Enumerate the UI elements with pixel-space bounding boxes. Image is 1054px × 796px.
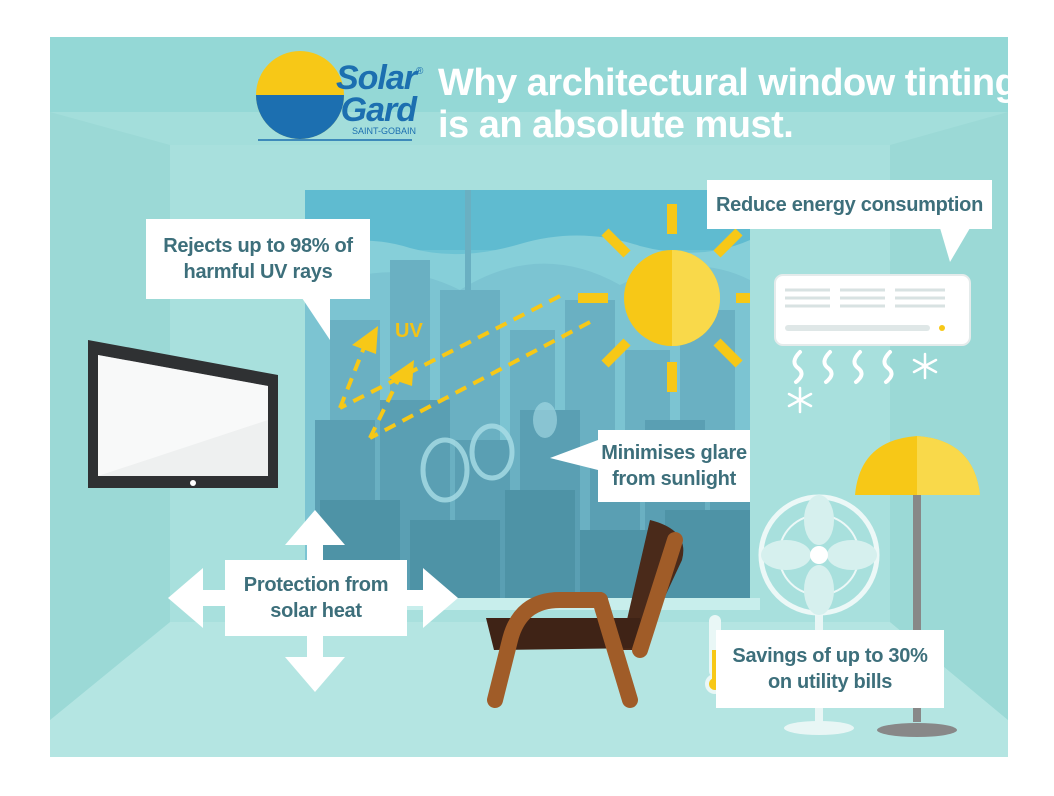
- logo-line-solar: Solar: [335, 59, 417, 97]
- floor-lamp-icon: [855, 436, 980, 737]
- callout-heat-line-2: solar heat: [270, 600, 362, 622]
- logo-wordmark: Solar Gard SAINT-GOBAIN: [266, 59, 417, 136]
- callout-tails: [300, 228, 970, 470]
- page-title: Why architectural window tinting is an a…: [438, 62, 1018, 146]
- solargard-logo: [256, 51, 412, 141]
- logo-subtitle: SAINT-GOBAIN: [351, 126, 416, 136]
- callout-energy-line-1: Reduce energy consumption: [716, 193, 983, 216]
- callout-heat: Protection from solar heat: [225, 560, 407, 636]
- logo-line-gard: Gard: [340, 91, 417, 129]
- callout-energy: Reduce energy consumption: [707, 180, 992, 229]
- callout-glare-line-2: from sunlight: [612, 468, 736, 490]
- uv-rays: [338, 294, 591, 440]
- air-conditioner-icon: [774, 274, 971, 384]
- callout-heat-line-1: Protection from: [243, 574, 389, 596]
- callout-glare: Minimises glare from sunlight: [598, 430, 750, 502]
- armchair-icon: [486, 520, 684, 708]
- title-line-2: is an absolute must.: [438, 104, 794, 146]
- snowflake-icon: [787, 352, 938, 414]
- title-line-1: Why architectural window tinting: [438, 62, 1018, 104]
- callout-savings-line-2: on utility bills: [767, 671, 893, 693]
- uv-label: UV: [395, 320, 423, 342]
- callout-savings: Savings of up to 30% on utility bills: [716, 630, 944, 708]
- logo-registered-mark: ®: [416, 66, 424, 77]
- callout-uv-rays: Rejects up to 98% of harmful UV rays: [146, 219, 370, 299]
- callout-uv-line-1: Rejects up to 98% of: [163, 235, 353, 257]
- callout-uv-line-2: harmful UV rays: [183, 261, 333, 283]
- uv-arrow-heads: [352, 326, 414, 386]
- tv-icon: [88, 340, 278, 488]
- sun-icon: [578, 204, 750, 392]
- callout-savings-line-1: Savings of up to 30%: [732, 645, 928, 667]
- callout-glare-line-1: Minimises glare: [601, 442, 747, 464]
